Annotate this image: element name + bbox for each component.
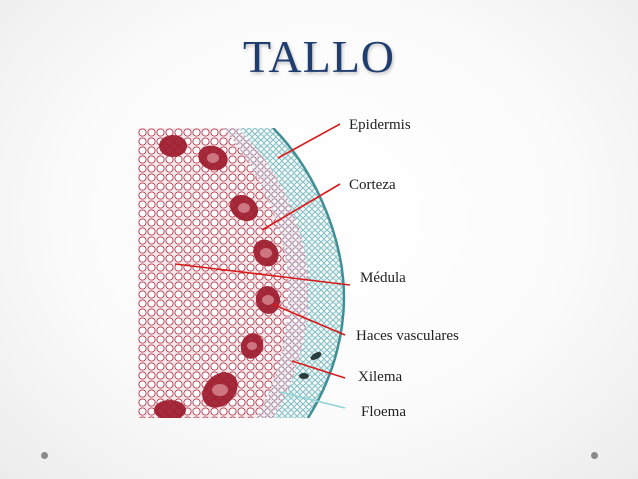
label-medula: Médula [360, 270, 406, 286]
leader-medula [174, 263, 351, 286]
label-xilema: Xilema [358, 369, 403, 385]
decorative-dot-left [41, 452, 48, 459]
leader-xilema [291, 360, 346, 379]
leader-epidermis [277, 123, 341, 159]
label-corteza: Corteza [349, 177, 396, 193]
stem-cross-section-image [138, 128, 346, 418]
leader-haces-vasculares [271, 303, 346, 336]
leader-corteza [261, 183, 341, 231]
leader-floema [279, 391, 346, 409]
decorative-dot-right [591, 452, 598, 459]
label-floema: Floema [361, 404, 406, 420]
label-epidermis: Epidermis [349, 117, 411, 133]
label-haces-vasculares: Haces vasculares [356, 328, 459, 344]
slide-title: TALLO [242, 31, 396, 82]
